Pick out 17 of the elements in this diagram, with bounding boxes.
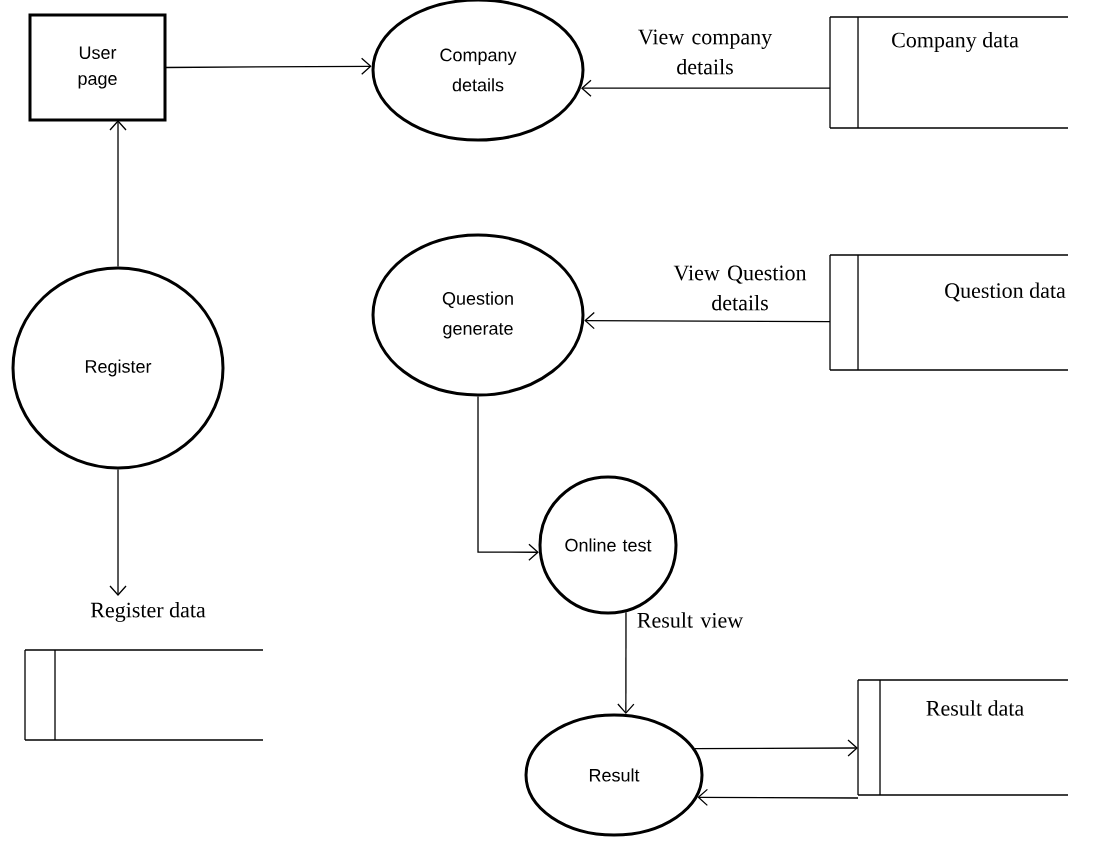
arrow (617, 611, 635, 715)
data-store: Register data (24, 602, 264, 741)
edge-label: View Question details (673, 265, 807, 311)
arrow (584, 311, 831, 330)
arrow (581, 79, 831, 97)
arrow (109, 120, 127, 268)
edge-label: View company details (638, 29, 773, 75)
arrow (697, 788, 859, 807)
process-box: User page (28, 13, 167, 122)
data-store: Company data (829, 16, 1069, 129)
edge-label: Result view (637, 612, 744, 628)
data-store: Question data (829, 254, 1069, 371)
arrow (694, 739, 858, 757)
arrow (164, 57, 372, 75)
arrow (477, 395, 539, 561)
data-store: Result data (857, 679, 1069, 796)
arrow (109, 468, 127, 596)
